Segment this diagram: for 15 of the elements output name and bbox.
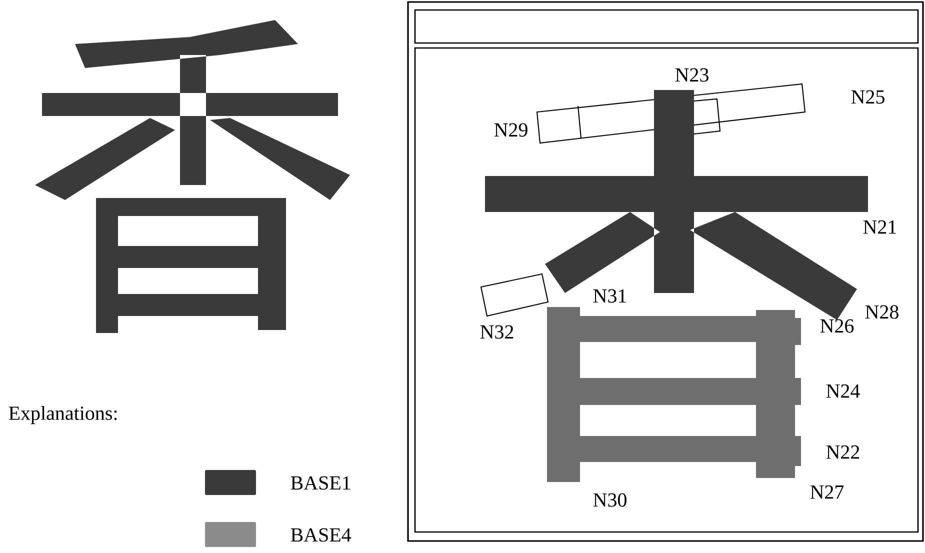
stroke-label: N22 — [826, 445, 860, 459]
stroke-label: N29 — [494, 123, 528, 137]
stroke-label: N30 — [593, 493, 626, 507]
heading: Explanations: — [8, 406, 117, 424]
stroke-label: N27 — [810, 485, 844, 499]
stroke-label: N21 — [863, 220, 896, 234]
legend-label: BASE1 — [290, 476, 350, 490]
stroke-label: N25 — [851, 90, 884, 104]
stroke-label: N24 — [826, 384, 860, 398]
stroke-label: N31 — [593, 289, 626, 303]
stroke-label: N28 — [865, 305, 898, 319]
stroke-label: N23 — [675, 68, 708, 82]
stroke-label: N32 — [480, 325, 514, 339]
stroke-label: N26 — [820, 319, 854, 333]
legend-label: BASE4 — [290, 528, 352, 542]
